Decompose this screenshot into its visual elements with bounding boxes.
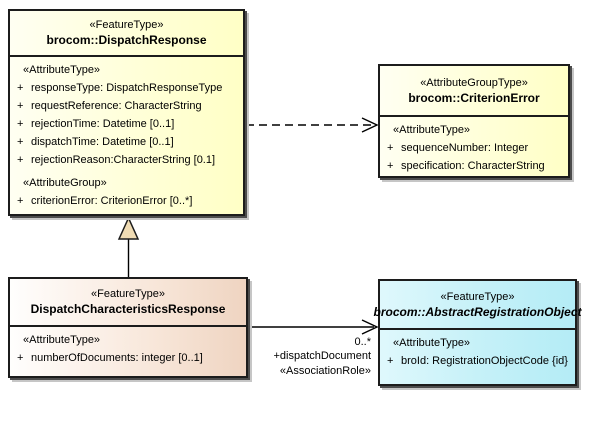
class-box-abstract-registration-object[interactable]: «FeatureType» brocom::AbstractRegistrati…	[373, 279, 582, 386]
attribute-row: + criterionError: CriterionError [0..*]	[10, 192, 243, 210]
visibility-sign: +	[387, 355, 394, 367]
attribute-text: rejectionReason:CharacterString [0.1]	[31, 154, 216, 166]
attribute-row: + specification: CharacterString	[380, 157, 568, 175]
attribute-row: + rejectionReason:CharacterString [0.1]	[10, 151, 243, 169]
class-name: brocom::AbstractRegistrationObject	[373, 304, 582, 319]
attribute-row: + requestReference: CharacterString	[10, 97, 243, 115]
class-attributes: «AttributeType» + broId: RegistrationObj…	[380, 330, 575, 370]
visibility-sign: +	[387, 160, 394, 172]
class-name: brocom::CriterionError	[408, 90, 540, 105]
class-box-dispatch-response[interactable]: «FeatureType» brocom::DispatchResponse «…	[8, 9, 245, 216]
attribute-section-header: «AttributeType»	[393, 124, 471, 136]
class-stereotype: «FeatureType»	[91, 288, 165, 300]
class-stereotype: «FeatureType»	[89, 19, 164, 31]
attribute-row: + rejectionTime: Datetime [0..1]	[10, 115, 243, 133]
visibility-sign: +	[17, 195, 24, 207]
attribute-row: + responseType: DispatchResponseType	[10, 79, 243, 97]
attribute-text: sequenceNumber: Integer	[401, 142, 529, 154]
association-stereotype-label: «AssociationRole»	[279, 365, 371, 377]
visibility-sign: +	[387, 142, 394, 154]
association-role-label: +dispatchDocument	[273, 350, 371, 362]
class-header: «FeatureType» brocom::DispatchResponse	[10, 11, 243, 57]
class-box-criterion-error[interactable]: «AttributeGroupType» brocom::CriterionEr…	[378, 64, 570, 178]
class-header: «FeatureType» DispatchCharacteristicsRes…	[10, 279, 246, 327]
visibility-sign: +	[17, 352, 24, 364]
visibility-sign: +	[17, 82, 24, 94]
class-name: brocom::DispatchResponse	[46, 33, 207, 47]
attribute-section-header: «AttributeGroup»	[23, 177, 107, 189]
attribute-text: dispatchTime: Datetime [0..1]	[31, 136, 174, 148]
class-attributes: «AttributeType» + sequenceNumber: Intege…	[380, 117, 568, 175]
visibility-sign: +	[17, 118, 24, 130]
attribute-text: responseType: DispatchResponseType	[31, 82, 223, 94]
class-header: «AttributeGroupType» brocom::CriterionEr…	[380, 66, 568, 117]
dependency-connector[interactable]	[246, 117, 379, 133]
attribute-row: + dispatchTime: Datetime [0..1]	[10, 133, 243, 151]
attribute-section-header: «AttributeType»	[23, 334, 101, 346]
class-attributes: «AttributeType» + responseType: Dispatch…	[10, 57, 243, 210]
class-attributes: «AttributeType» + numberOfDocuments: int…	[10, 327, 246, 367]
attribute-text: numberOfDocuments: integer [0..1]	[31, 352, 203, 364]
attribute-row: + numberOfDocuments: integer [0..1]	[10, 349, 246, 367]
class-stereotype: «FeatureType»	[440, 290, 515, 303]
attribute-row: + sequenceNumber: Integer	[380, 139, 568, 157]
visibility-sign: +	[17, 100, 24, 112]
association-connector[interactable]	[248, 319, 379, 335]
attribute-text: specification: CharacterString	[401, 160, 545, 172]
attribute-text: rejectionTime: Datetime [0..1]	[31, 118, 175, 130]
visibility-sign: +	[17, 136, 24, 148]
class-box-dispatch-characteristics-response[interactable]: «FeatureType» DispatchCharacteristicsRes…	[8, 277, 248, 378]
class-stereotype: «AttributeGroupType»	[420, 76, 528, 89]
attribute-text: broId: RegistrationObjectCode {id}	[401, 355, 568, 367]
attribute-section-header: «AttributeType»	[23, 64, 101, 76]
attribute-text: requestReference: CharacterString	[31, 100, 202, 112]
class-header: «FeatureType» brocom::AbstractRegistrati…	[373, 281, 582, 330]
attribute-section-header: «AttributeType»	[393, 337, 471, 349]
attribute-row: + broId: RegistrationObjectCode {id}	[380, 352, 575, 370]
class-name: DispatchCharacteristicsResponse	[30, 302, 226, 316]
generalization-connector[interactable]	[117, 216, 140, 277]
association-multiplicity-label: 0..*	[354, 336, 371, 348]
attribute-text: criterionError: CriterionError [0..*]	[31, 195, 193, 207]
visibility-sign: +	[17, 154, 24, 166]
